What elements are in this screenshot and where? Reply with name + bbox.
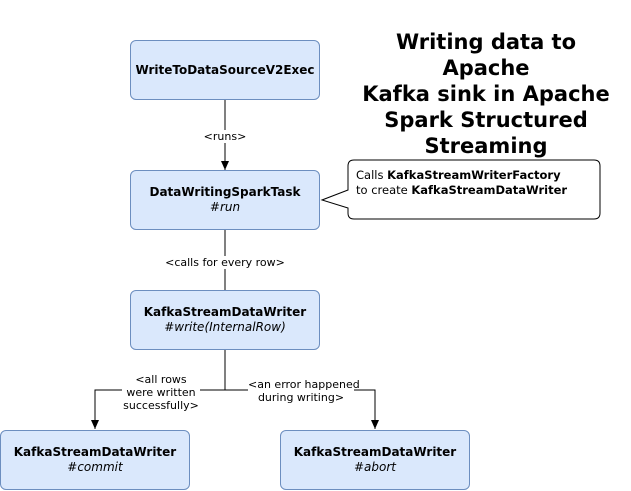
- edge-runs-label: <runs>: [200, 130, 250, 143]
- callout-note: Calls KafkaStreamWriterFactory to create…: [356, 168, 596, 198]
- edge-calls-label: <calls for every row>: [165, 256, 285, 269]
- node-method: #run: [209, 200, 241, 214]
- edge-error-label: <an error happened during writing>: [248, 378, 360, 404]
- edge-label-line: <all rows: [135, 373, 187, 386]
- title-line: Streaming: [424, 134, 548, 158]
- node-method: #abort: [353, 460, 396, 474]
- callout-factory: KafkaStreamWriterFactory: [387, 168, 561, 182]
- node-name: KafkaStreamDataWriter: [143, 305, 307, 319]
- node-method: #commit: [67, 460, 123, 474]
- callout-line: to create KafkaStreamDataWriter: [356, 183, 596, 198]
- callout-bubble: [320, 159, 601, 220]
- node-name: KafkaStreamDataWriter: [13, 445, 177, 459]
- node-abort: KafkaStreamDataWriter #abort: [280, 430, 470, 490]
- node-name: WriteToDataSourceV2Exec: [135, 62, 315, 77]
- title-line: Spark Structured: [384, 108, 588, 132]
- callout-writer: KafkaStreamDataWriter: [411, 183, 568, 197]
- callout-line: Calls KafkaStreamWriterFactory: [356, 168, 596, 183]
- node-name: DataWritingSparkTask: [149, 185, 301, 199]
- node-commit: KafkaStreamDataWriter #commit: [0, 430, 190, 490]
- node-write-exec: WriteToDataSourceV2Exec: [130, 40, 320, 100]
- node-spark-task: DataWritingSparkTask #run: [130, 170, 320, 230]
- edge-label-line: successfully>: [123, 399, 199, 412]
- edge-label-line: during writing>: [257, 391, 345, 404]
- diagram-title: Writing data to Apache Kafka sink in Apa…: [350, 29, 622, 159]
- node-name: KafkaStreamDataWriter: [293, 445, 457, 459]
- node-data-writer: KafkaStreamDataWriter #write(InternalRow…: [130, 290, 320, 350]
- edge-all-rows-label: <all rows were written successfully>: [122, 373, 200, 412]
- title-line: Kafka sink in Apache: [362, 82, 610, 106]
- edge-label-line: <an error happened: [248, 378, 360, 391]
- callout-prefix: to create: [356, 183, 412, 197]
- callout-prefix: Calls: [356, 168, 388, 182]
- title-line: Writing data to Apache: [395, 30, 577, 80]
- node-method: #write(InternalRow): [164, 320, 286, 334]
- edge-label-line: were written: [126, 386, 196, 399]
